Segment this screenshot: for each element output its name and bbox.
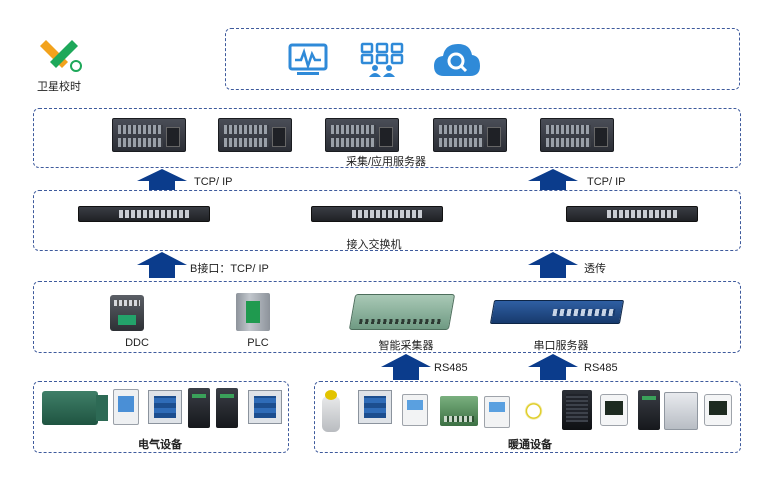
access-switch-3[interactable]	[566, 206, 698, 222]
logo-text: 卫星校时	[37, 81, 81, 93]
server-4[interactable]	[433, 118, 507, 152]
switch-tier-label: 接入交换机	[346, 239, 402, 251]
access-switch-2[interactable]	[311, 206, 443, 222]
water-leak-cable[interactable]	[516, 398, 560, 424]
generator-set[interactable]	[42, 391, 108, 425]
arrow-up-collector	[381, 354, 431, 380]
plc-label: PLC	[247, 337, 269, 349]
dehumidifier[interactable]	[664, 392, 698, 430]
io-module[interactable]	[440, 396, 478, 426]
serial-server-device[interactable]	[489, 300, 625, 324]
arrow-up-serial	[528, 354, 578, 380]
server-1[interactable]	[112, 118, 186, 152]
power-monitor-panel-2[interactable]	[248, 390, 282, 424]
arrow-up-left-tier2	[137, 169, 187, 191]
serial-server-label: 串口服务器	[533, 340, 589, 352]
smart-collector-device[interactable]	[348, 294, 456, 330]
ddc-device[interactable]	[110, 295, 144, 331]
access-switch-1[interactable]	[78, 206, 210, 222]
water-leak-controller[interactable]	[484, 396, 510, 428]
rs485-label-collector: RS485	[434, 362, 468, 374]
ddc-label: DDC	[125, 337, 149, 349]
tcp-ip-label-left: TCP/ IP	[194, 176, 233, 188]
electrical-equipment-label: 电气设备	[138, 439, 182, 451]
arrow-up-left-tier3	[137, 252, 187, 278]
hvac-equipment-label: 暖通设备	[508, 439, 552, 451]
monitor-waveform-icon[interactable]	[287, 42, 329, 78]
smart-collector-label: 智能采集器	[378, 340, 434, 352]
arrow-up-right-tier2	[528, 169, 578, 191]
gas-sensor[interactable]	[322, 390, 340, 432]
passthrough-label: 透传	[584, 263, 606, 275]
tcp-ip-label-right: TCP/ IP	[587, 176, 626, 188]
ups-cabinet-1[interactable]	[188, 388, 210, 428]
ups-cabinet-2[interactable]	[216, 388, 238, 428]
humidity-sensor[interactable]	[402, 394, 428, 426]
plc-device[interactable]	[236, 293, 270, 331]
server-3[interactable]	[325, 118, 399, 152]
logo	[38, 34, 84, 74]
server-tier-label: 采集/应用服务器	[345, 156, 427, 168]
arrow-up-right-tier3	[528, 252, 578, 278]
grid-users-icon[interactable]	[360, 42, 404, 78]
cloud-search-icon[interactable]	[432, 40, 482, 80]
server-2[interactable]	[218, 118, 292, 152]
power-monitor-panel-1[interactable]	[148, 390, 182, 424]
b-interface-label: B接口：TCP/ IP	[190, 263, 269, 275]
server-5[interactable]	[540, 118, 614, 152]
air-handler-cabinet[interactable]	[638, 390, 660, 430]
hvac-monitor-panel[interactable]	[358, 390, 392, 424]
rs485-label-serial: RS485	[584, 362, 618, 374]
temp-humidity-display-1[interactable]	[600, 394, 628, 426]
satellite-timing-logo-icon	[40, 40, 82, 72]
precision-air-conditioner[interactable]	[562, 390, 592, 430]
temp-humidity-display-2[interactable]	[704, 394, 732, 426]
power-meter[interactable]	[113, 389, 139, 425]
